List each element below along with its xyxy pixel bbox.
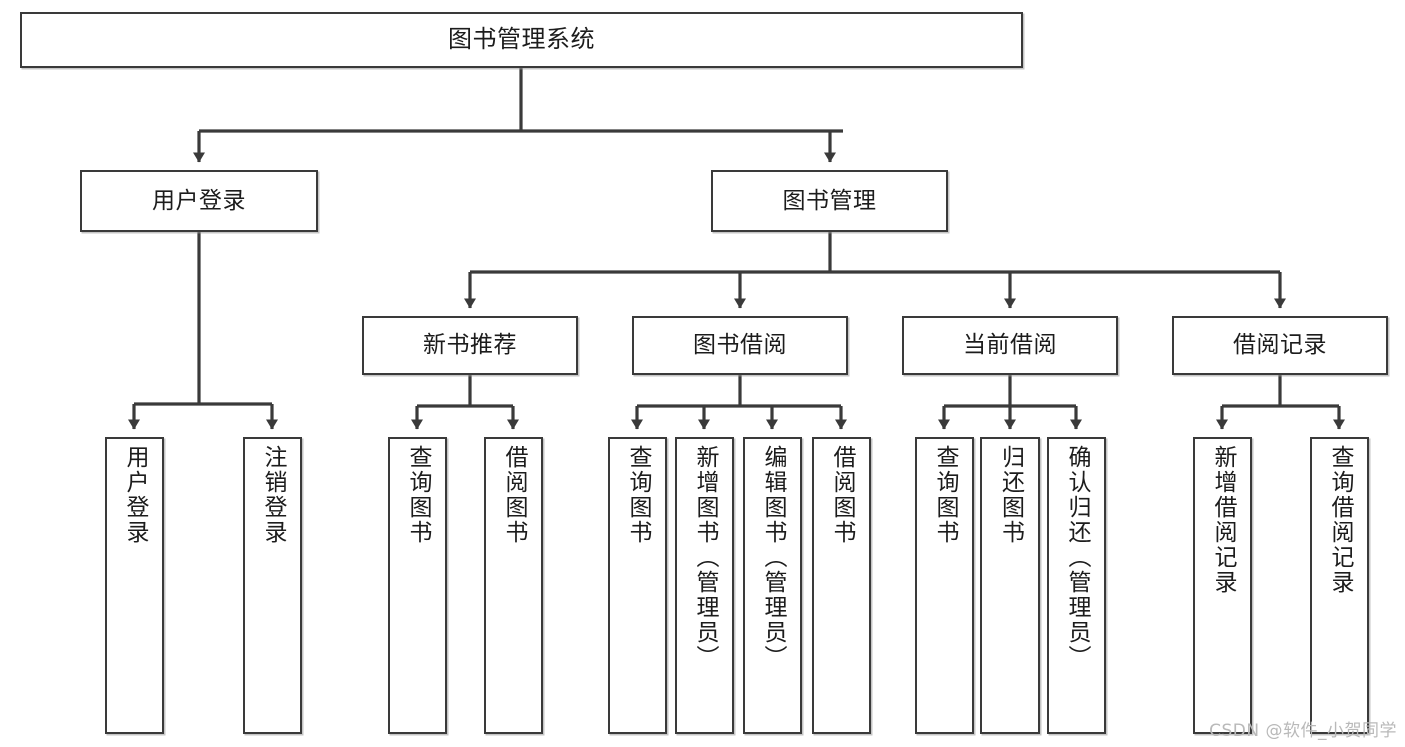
node-root-label: 图书管理系统 bbox=[448, 25, 595, 54]
node-user-login-label: 用户登录 bbox=[152, 187, 246, 214]
node-current-borrow-label: 当前借阅 bbox=[963, 332, 1057, 359]
node-borrow-records[interactable]: 借阅记录 bbox=[1172, 316, 1388, 375]
node-leaf-label: 编辑图书（管理员） bbox=[760, 445, 786, 670]
node-new-book-recommend-label: 新书推荐 bbox=[423, 332, 517, 359]
node-leaf-query-book-borrow[interactable]: 查询图书 bbox=[608, 437, 667, 734]
node-book-borrow[interactable]: 图书借阅 bbox=[632, 316, 848, 375]
node-new-book-recommend[interactable]: 新书推荐 bbox=[362, 316, 578, 375]
node-leaf-label: 借阅图书 bbox=[501, 445, 527, 545]
node-leaf-confirm-return-admin[interactable]: 确认归还（管理员） bbox=[1047, 437, 1106, 734]
node-leaf-label: 确认归还（管理员） bbox=[1064, 445, 1090, 670]
node-leaf-label: 新增借阅记录 bbox=[1210, 445, 1236, 595]
node-leaf-label: 查询图书 bbox=[405, 445, 431, 545]
node-root[interactable]: 图书管理系统 bbox=[20, 12, 1023, 68]
node-leaf-label: 注销登录 bbox=[260, 445, 286, 545]
node-leaf-label: 查询借阅记录 bbox=[1327, 445, 1353, 595]
node-book-management[interactable]: 图书管理 bbox=[711, 170, 948, 232]
node-book-management-label: 图书管理 bbox=[782, 187, 877, 214]
node-current-borrow[interactable]: 当前借阅 bbox=[902, 316, 1118, 375]
node-leaf-return-book[interactable]: 归还图书 bbox=[980, 437, 1040, 734]
node-leaf-label: 查询图书 bbox=[932, 445, 958, 545]
node-leaf-label: 新增图书（管理员） bbox=[692, 445, 718, 670]
node-leaf-logout[interactable]: 注销登录 bbox=[243, 437, 302, 734]
node-leaf-borrow-book-newbook[interactable]: 借阅图书 bbox=[484, 437, 543, 734]
node-leaf-query-book-current[interactable]: 查询图书 bbox=[915, 437, 974, 734]
node-leaf-query-book-newbook[interactable]: 查询图书 bbox=[388, 437, 447, 734]
node-leaf-add-book-admin[interactable]: 新增图书（管理员） bbox=[675, 437, 734, 734]
node-user-login[interactable]: 用户登录 bbox=[80, 170, 318, 232]
node-leaf-add-borrow-record[interactable]: 新增借阅记录 bbox=[1193, 437, 1252, 734]
node-book-borrow-label: 图书借阅 bbox=[693, 332, 787, 359]
watermark: CSDN @软件_小贺同学 bbox=[1209, 721, 1397, 741]
node-leaf-borrow-book[interactable]: 借阅图书 bbox=[812, 437, 871, 734]
node-leaf-user-login[interactable]: 用户登录 bbox=[105, 437, 164, 734]
node-leaf-query-borrow-record[interactable]: 查询借阅记录 bbox=[1310, 437, 1369, 734]
node-leaf-label: 查询图书 bbox=[625, 445, 651, 545]
node-leaf-edit-book-admin[interactable]: 编辑图书（管理员） bbox=[743, 437, 802, 734]
node-leaf-label: 归还图书 bbox=[997, 445, 1024, 545]
node-leaf-label: 借阅图书 bbox=[829, 445, 855, 545]
node-borrow-records-label: 借阅记录 bbox=[1233, 332, 1327, 359]
node-leaf-label: 用户登录 bbox=[122, 445, 148, 545]
